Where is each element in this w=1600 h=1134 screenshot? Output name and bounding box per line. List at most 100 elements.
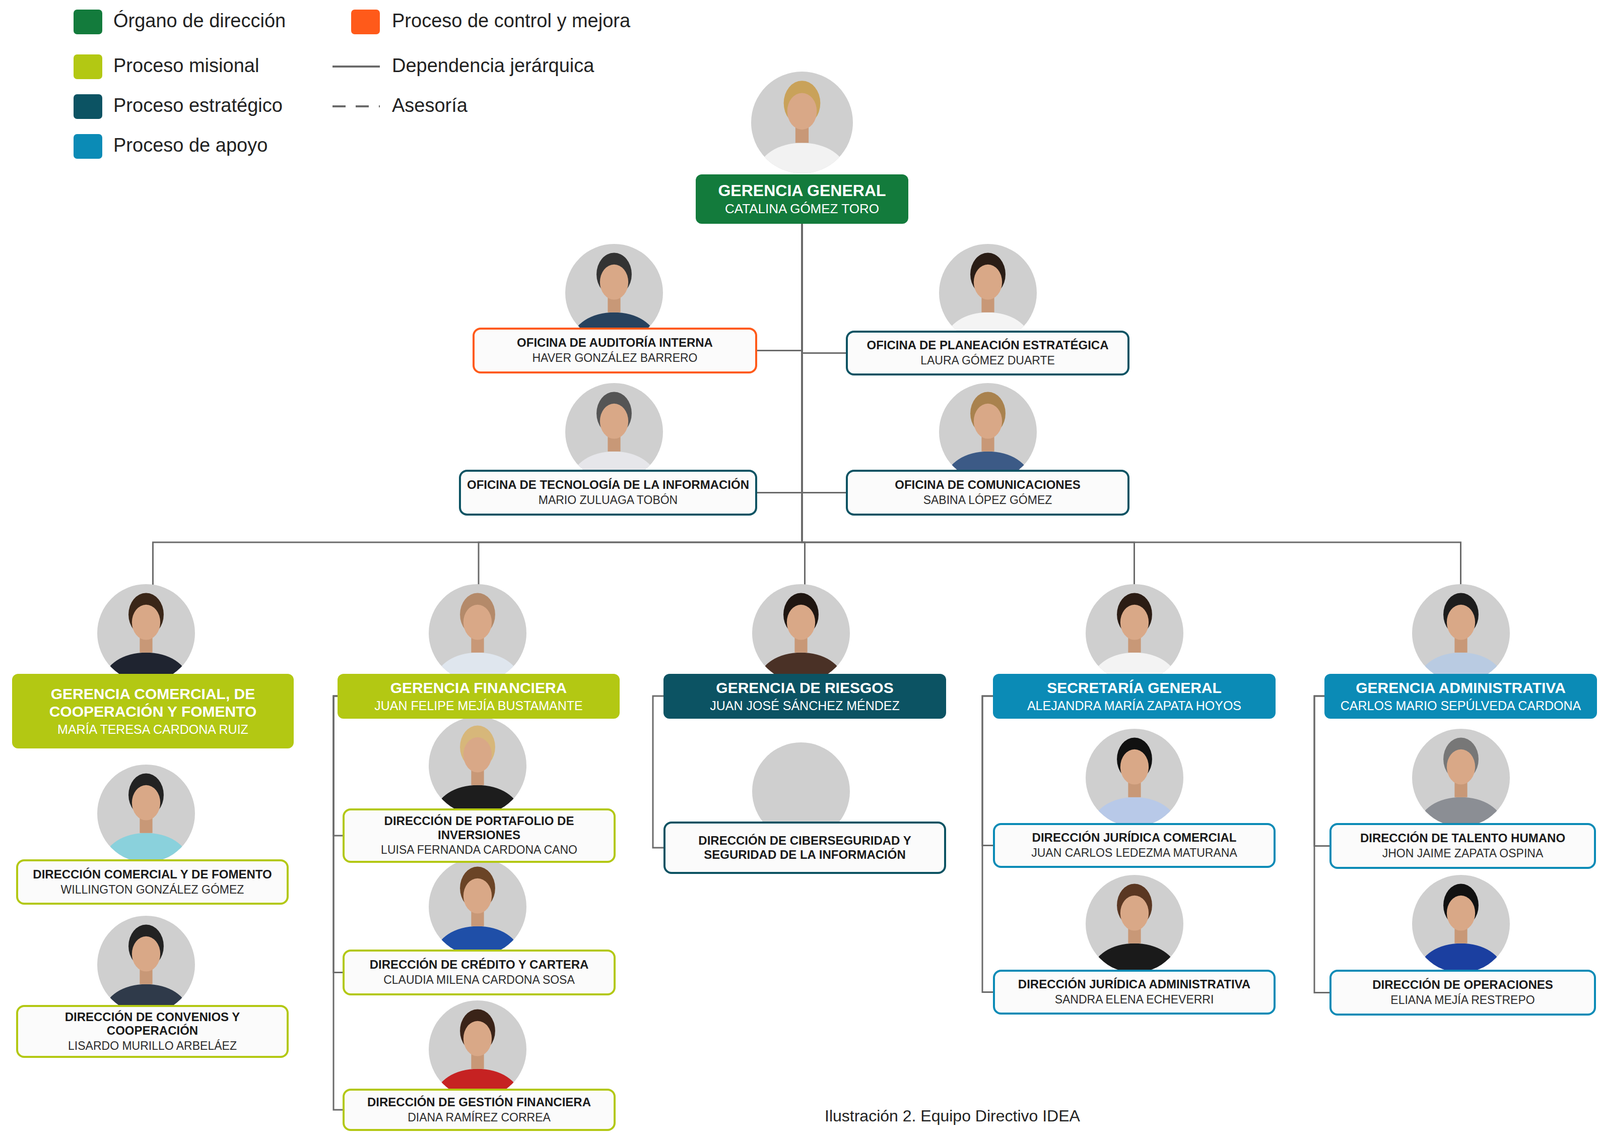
person-face xyxy=(786,604,816,640)
hierarchy-connector xyxy=(757,223,803,351)
person-name: CLAUDIA MILENA CARDONA SOSA xyxy=(383,972,575,987)
office-box: DIRECCIÓN JURÍDICA ADMINISTRATIVASANDRA … xyxy=(992,969,1276,1015)
office-box: OFICINA DE TECNOLOGÍA DE LA INFORMACIÓNM… xyxy=(458,469,758,516)
person-name: MARÍA TERESA CARDONA RUIZ xyxy=(57,721,249,737)
person-name: SANDRA ELENA ECHEVERRI xyxy=(1054,992,1215,1007)
person-name: LUISA FERNANDA CARDONA CANO xyxy=(380,842,578,857)
legend-swatch xyxy=(73,134,103,159)
legend-swatch xyxy=(73,94,103,119)
legend-swatch xyxy=(73,54,103,80)
person-face xyxy=(463,737,492,773)
unit-title: DIRECCIÓN DE PORTAFOLIO DE INVERSIONES xyxy=(348,813,610,842)
person-face xyxy=(1120,895,1149,931)
unit-title: DIRECCIÓN DE CIBERSEGURIDAD Y SEGURIDAD … xyxy=(669,833,941,861)
person-face xyxy=(787,92,818,130)
person-name: LISARDO MURILLO ARBELÁEZ xyxy=(68,1038,237,1053)
unit-title: OFICINA DE AUDITORÍA INTERNA xyxy=(516,335,713,350)
person-name: LAURA GÓMEZ DUARTE xyxy=(920,353,1055,368)
hierarchy-connector xyxy=(802,223,846,354)
person-face xyxy=(463,878,492,914)
unit-title: DIRECCIÓN DE GESTIÓN FINANCIERA xyxy=(367,1094,591,1109)
legend-swatch xyxy=(73,9,103,35)
hierarchy-connector xyxy=(153,223,803,674)
legend-swatch xyxy=(351,9,380,35)
person-face xyxy=(131,604,161,640)
management-box: GERENCIA COMERCIAL, DE COOPERACIÓN Y FOM… xyxy=(12,673,294,749)
person-name: CATALINA GÓMEZ TORO xyxy=(724,201,880,217)
legend-line-sample xyxy=(332,65,380,68)
unit-title: GERENCIA DE RIESGOS xyxy=(715,679,894,697)
legend-label: Proceso misional xyxy=(113,54,259,78)
person-face xyxy=(1446,604,1476,640)
unit-title: GERENCIA ADMINISTRATIVA xyxy=(1355,679,1566,697)
office-box: DIRECCIÓN JURÍDICA COMERCIALJUAN CARLOS … xyxy=(992,822,1276,868)
office-box: DIRECCIÓN DE CIBERSEGURIDAD Y SEGURIDAD … xyxy=(663,821,947,874)
management-box: GERENCIA FINANCIERAJUAN FELIPE MEJÍA BUS… xyxy=(337,673,620,719)
hierarchy-connector xyxy=(802,223,1461,674)
person-face xyxy=(131,936,161,972)
office-box: OFICINA DE PLANEACIÓN ESTRATÉGICALAURA G… xyxy=(845,330,1130,376)
hierarchy-connector xyxy=(802,223,846,493)
management-box: GERENCIA ADMINISTRATIVACARLOS MARIO SEPÚ… xyxy=(1324,673,1597,719)
hierarchy-connector xyxy=(982,695,993,992)
unit-title: OFICINA DE PLANEACIÓN ESTRATÉGICA xyxy=(866,338,1109,353)
legend-label: Asesoría xyxy=(391,94,468,118)
office-box: DIRECCIÓN DE GESTIÓN FINANCIERADIANA RAM… xyxy=(342,1088,616,1131)
unit-title: DIRECCIÓN COMERCIAL Y DE FOMENTO xyxy=(32,867,272,882)
office-box: DIRECCIÓN DE CONVENIOS Y COOPERACIÓNLISA… xyxy=(16,1004,289,1058)
hierarchy-connector xyxy=(1314,695,1330,993)
office-box: DIRECCIÓN DE CRÉDITO Y CARTERACLAUDIA MI… xyxy=(342,949,616,995)
legend-label: Proceso de control y mejora xyxy=(391,9,631,33)
person-face xyxy=(1446,895,1476,931)
unit-title: DIRECCIÓN DE CONVENIOS Y COOPERACIÓN xyxy=(22,1009,283,1038)
office-box: OFICINA DE COMUNICACIONESSABINA LÓPEZ GÓ… xyxy=(845,469,1130,516)
figure-caption: Ilustración 2. Equipo Directivo IDEA xyxy=(824,1106,1081,1125)
legend-line-sample xyxy=(332,105,380,108)
unit-title: DIRECCIÓN DE OPERACIONES xyxy=(1372,977,1554,992)
hierarchy-connector xyxy=(652,695,664,848)
hierarchy-connector xyxy=(802,223,1135,674)
unit-title: DIRECCIÓN JURÍDICA COMERCIAL xyxy=(1032,830,1237,845)
management-box: GERENCIA GENERALCATALINA GÓMEZ TORO xyxy=(695,174,909,224)
office-box: DIRECCIÓN DE TALENTO HUMANOJHON JAIME ZA… xyxy=(1329,822,1596,869)
person-name: HAVER GONZÁLEZ BARRERO xyxy=(531,351,698,366)
management-box: SECRETARÍA GENERALALEJANDRA MARÍA ZAPATA… xyxy=(992,673,1276,719)
unit-title: OFICINA DE COMUNICACIONES xyxy=(894,477,1081,492)
person-name: JUAN FELIPE MEJÍA BUSTAMANTE xyxy=(374,697,583,713)
management-box: GERENCIA DE RIESGOSJUAN JOSÉ SÁNCHEZ MÉN… xyxy=(663,673,947,719)
person-face xyxy=(131,784,161,821)
unit-title: DIRECCIÓN DE TALENTO HUMANO xyxy=(1360,830,1566,845)
legend-label: Órgano de dirección xyxy=(113,9,286,33)
person-name: JUAN JOSÉ SÁNCHEZ MÉNDEZ xyxy=(709,697,900,713)
unit-title: OFICINA DE TECNOLOGÍA DE LA INFORMACIÓN xyxy=(467,477,750,492)
person-face xyxy=(600,403,629,439)
person-name: JUAN CARLOS LEDEZMA MATURANA xyxy=(1031,845,1238,860)
unit-title: DIRECCIÓN JURÍDICA ADMINISTRATIVA xyxy=(1018,976,1251,991)
unit-title: DIRECCIÓN DE CRÉDITO Y CARTERA xyxy=(369,957,589,972)
unit-title: GERENCIA FINANCIERA xyxy=(390,679,568,697)
person-name: SABINA LÓPEZ GÓMEZ xyxy=(923,493,1053,508)
person-face xyxy=(973,403,1003,439)
unit-title: SECRETARÍA GENERAL xyxy=(1046,679,1222,697)
person-face xyxy=(1446,749,1476,785)
person-name: DIANA RAMÍREZ CORREA xyxy=(407,1110,551,1125)
unit-title: GERENCIA GENERAL xyxy=(717,181,886,200)
office-box: DIRECCIÓN COMERCIAL Y DE FOMENTOWILLINGT… xyxy=(16,858,289,905)
person-name: ELIANA MEJÍA RESTREPO xyxy=(1390,992,1535,1008)
person-name: ALEJANDRA MARÍA ZAPATA HOYOS xyxy=(1027,697,1242,713)
person-name: MARIO ZULUAGA TOBÓN xyxy=(538,493,678,508)
legend-label: Proceso estratégico xyxy=(113,94,283,118)
person-face xyxy=(1120,604,1149,640)
legend-label: Dependencia jerárquica xyxy=(391,54,594,78)
hierarchy-connector xyxy=(982,695,993,846)
hierarchy-connector xyxy=(333,695,343,973)
hierarchy-connector xyxy=(1314,695,1330,846)
person-face xyxy=(1120,749,1149,785)
office-box: OFICINA DE AUDITORÍA INTERNAHAVER GONZÁL… xyxy=(472,327,758,374)
person-face xyxy=(973,264,1003,300)
person-face xyxy=(600,264,629,300)
person-name: WILLINGTON GONZÁLEZ GÓMEZ xyxy=(60,882,245,897)
hierarchy-connector xyxy=(333,695,343,1110)
